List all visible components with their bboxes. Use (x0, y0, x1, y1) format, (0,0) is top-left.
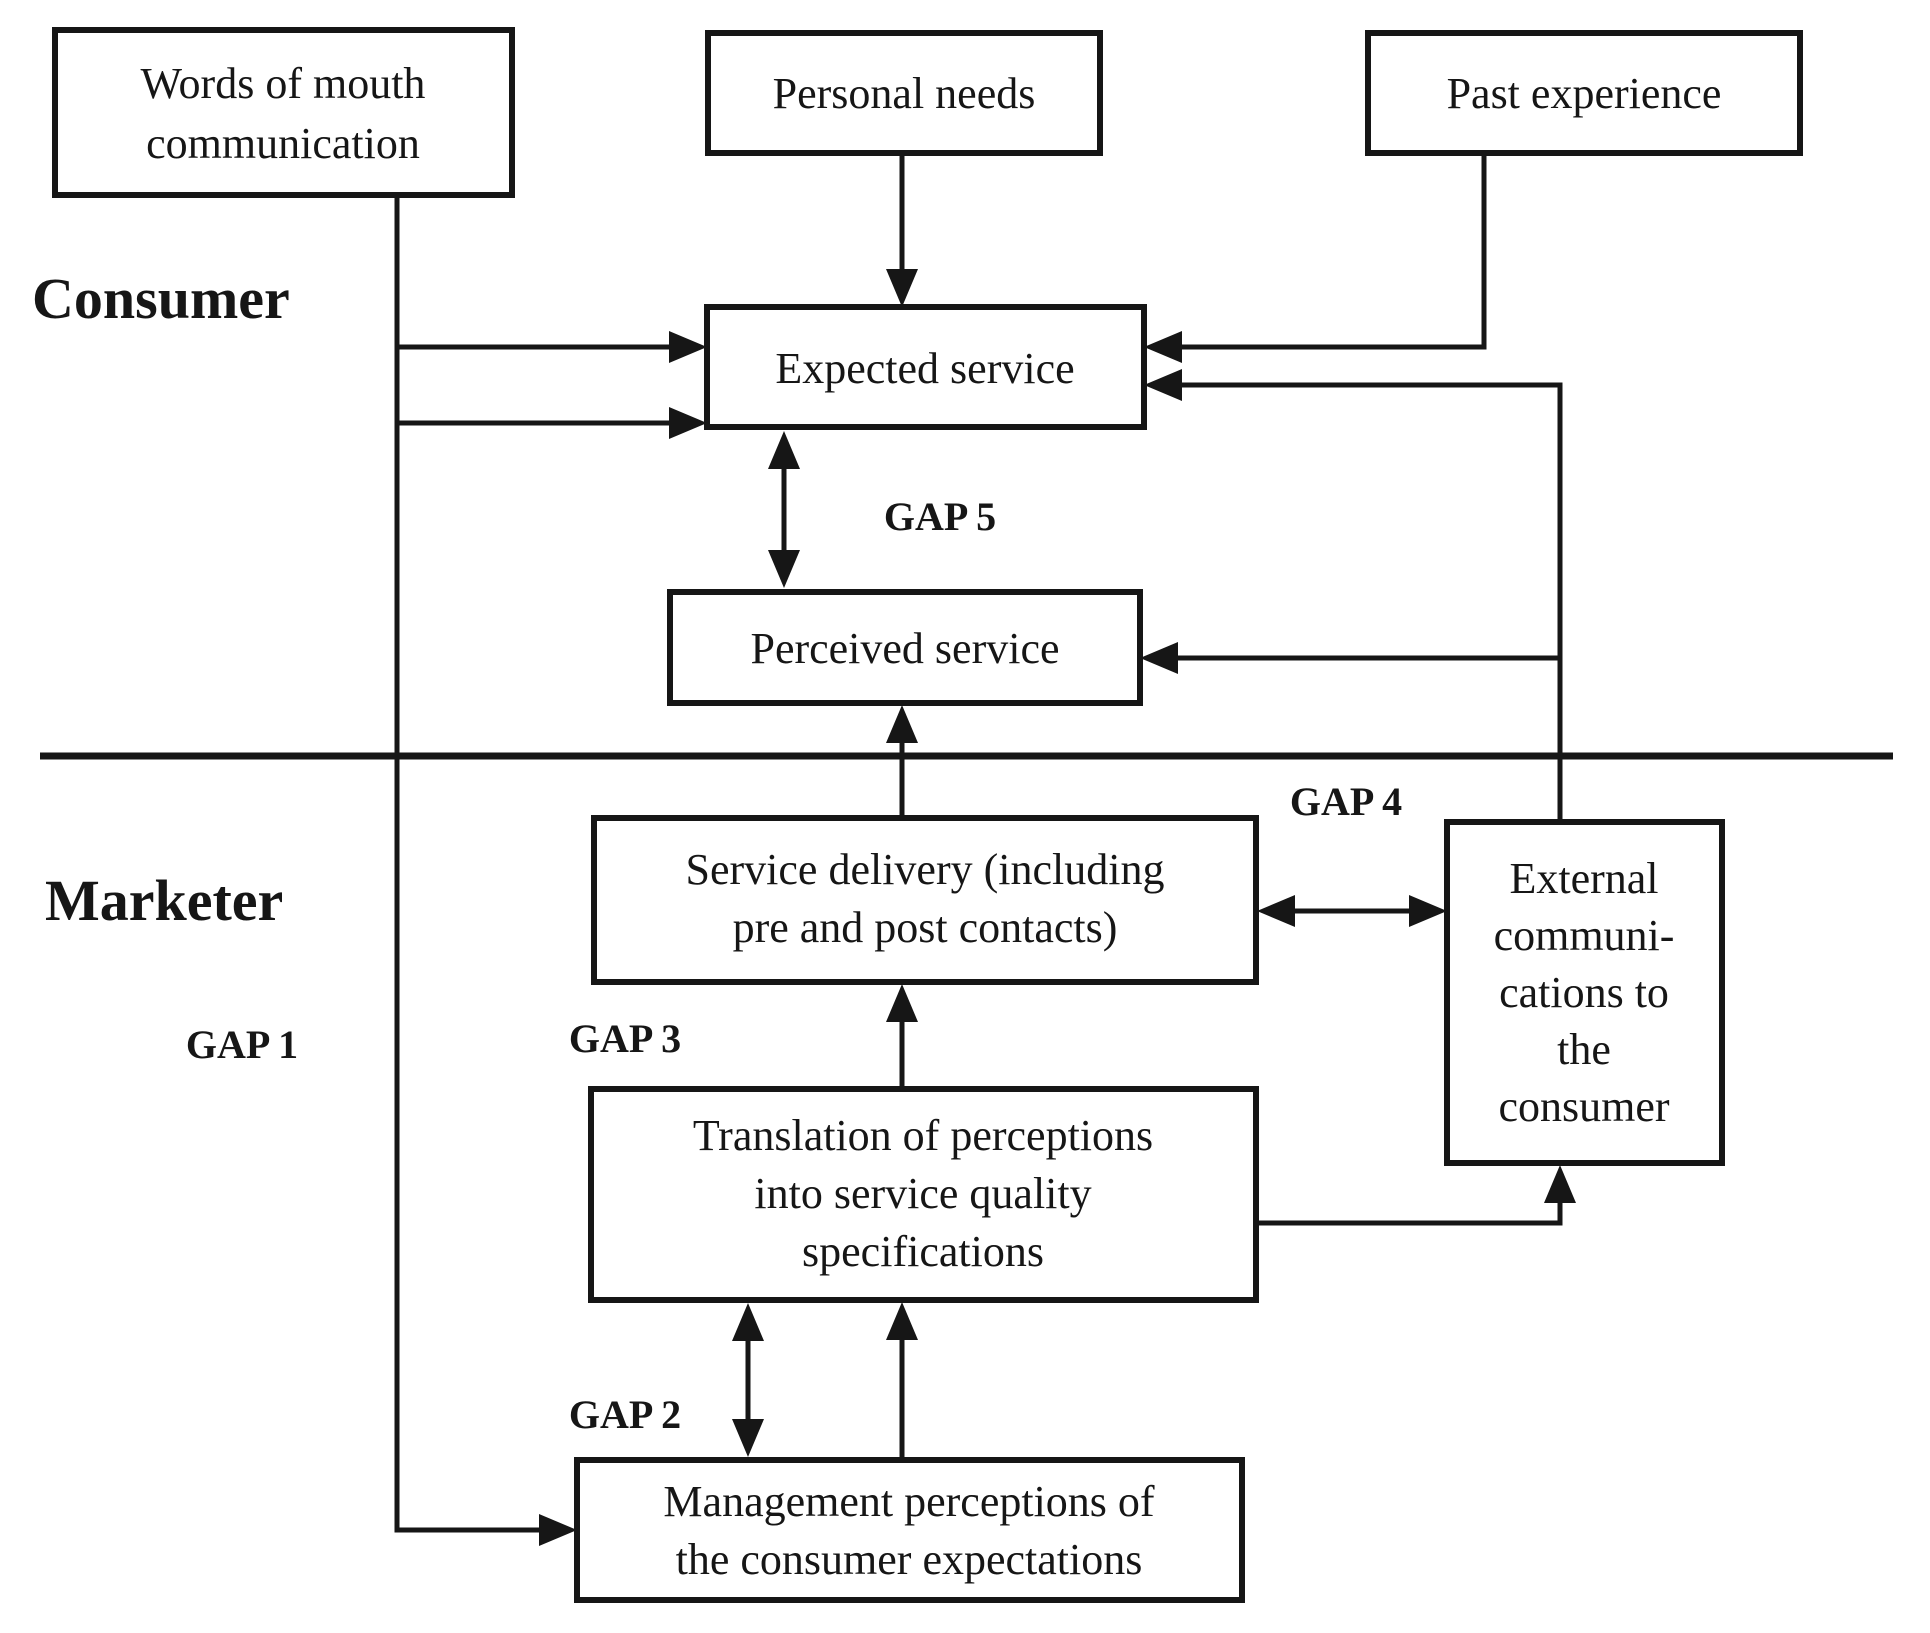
gap5-label: GAP 5 (884, 494, 996, 539)
box-management-perceptions: Management perceptions of the consumer e… (574, 1457, 1245, 1603)
box-service-delivery-label-line1: Service delivery (including (686, 845, 1165, 894)
box-words-of-mouth: Words of mouth communication (52, 27, 515, 198)
box-personal-needs-rect (705, 30, 1103, 156)
box-translation-label-line3: specifications (802, 1227, 1044, 1276)
arrowhead-left-icon (1144, 369, 1182, 401)
box-external-communications: External communi- cations to the consume… (1444, 819, 1725, 1166)
arrowhead-up-icon (886, 984, 918, 1022)
box-words-of-mouth-rect (52, 27, 515, 198)
box-personal-needs: Personal needs (705, 30, 1103, 156)
arrowhead-up-icon (1544, 1165, 1576, 1203)
box-translation: Translation of perceptions into service … (588, 1086, 1259, 1303)
box-management-perceptions-label-line2: the consumer expectations (676, 1535, 1143, 1584)
box-translation-label-line1: Translation of perceptions (693, 1111, 1153, 1160)
gap3-label: GAP 3 (569, 1016, 681, 1061)
arrowhead-down-icon (732, 1419, 764, 1457)
box-translation-rect (588, 1086, 1259, 1303)
arrowhead-up-icon (886, 1302, 918, 1340)
box-external-communications-label-line3: cations to (1499, 968, 1669, 1017)
connector-external-to-expected (1179, 382, 1563, 822)
box-words-of-mouth-label-line1: Words of mouth (141, 59, 426, 108)
box-management-perceptions-rect (574, 1457, 1245, 1603)
box-service-delivery-label-line2: pre and post contacts) (733, 903, 1118, 952)
box-translation-label-line2: into service quality (754, 1169, 1091, 1218)
connector-past-to-expected (1179, 153, 1487, 350)
gap1-label: GAP 1 (186, 1022, 298, 1067)
box-service-delivery-rect (591, 815, 1259, 985)
arrowhead-left-icon (1144, 331, 1182, 363)
box-words-of-mouth-label-line2: communication (146, 119, 420, 168)
box-expected-service: Expected service (704, 304, 1147, 430)
box-expected-service-label: Expected service (775, 344, 1074, 393)
section-label-consumer: Consumer (32, 266, 290, 331)
arrowhead-right-icon (669, 407, 707, 439)
connector-translation-to-external (1256, 1198, 1563, 1226)
box-past-experience-label: Past experience (1447, 69, 1722, 118)
box-external-communications-label-line5: consumer (1498, 1082, 1669, 1131)
arrowhead-down-icon (886, 269, 918, 307)
arrowhead-up-icon (768, 431, 800, 469)
box-past-experience-rect (1365, 30, 1803, 156)
box-external-communications-label-line1: External (1509, 854, 1658, 903)
box-service-delivery: Service delivery (including pre and post… (591, 815, 1259, 985)
connector-words-to-expected (394, 195, 672, 350)
arrowhead-right-icon (539, 1514, 577, 1546)
box-external-communications-label-line4: the (1557, 1025, 1611, 1074)
gap2-label: GAP 2 (569, 1392, 681, 1437)
arrowhead-left-icon (1140, 642, 1178, 674)
connector-gap1-trunk-to-management (394, 347, 544, 1533)
box-past-experience: Past experience (1365, 30, 1803, 156)
box-perceived-service-rect (667, 589, 1143, 706)
arrowhead-down-icon (768, 550, 800, 588)
arrowhead-right-icon (1409, 895, 1447, 927)
box-management-perceptions-label-line1: Management perceptions of (663, 1477, 1155, 1526)
box-personal-needs-label: Personal needs (773, 69, 1036, 118)
arrowhead-up-icon (886, 705, 918, 743)
arrowhead-up-icon (732, 1303, 764, 1341)
box-perceived-service: Perceived service (667, 589, 1143, 706)
box-perceived-service-label: Perceived service (750, 624, 1059, 673)
box-expected-service-rect (704, 304, 1147, 430)
gap4-label: GAP 4 (1290, 779, 1402, 824)
box-external-communications-rect (1444, 819, 1725, 1166)
section-label-marketer: Marketer (45, 868, 283, 933)
arrowhead-left-icon (1257, 895, 1295, 927)
arrowhead-right-icon (669, 331, 707, 363)
box-external-communications-label-line2: communi- (1494, 911, 1675, 960)
